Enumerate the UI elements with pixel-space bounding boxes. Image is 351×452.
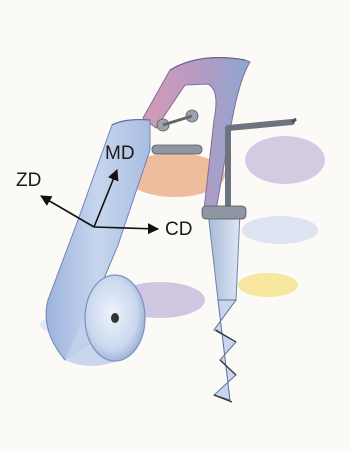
strip-clip bbox=[202, 206, 246, 219]
zd-label: ZD bbox=[16, 170, 41, 191]
yellow-wash bbox=[238, 273, 298, 297]
cd-label: CD bbox=[165, 219, 192, 240]
blue-wash bbox=[242, 216, 318, 244]
hanging-strip bbox=[202, 206, 246, 402]
md-label: MD bbox=[105, 143, 135, 164]
purple-wash-upper bbox=[245, 136, 325, 184]
roll-core bbox=[111, 313, 119, 323]
